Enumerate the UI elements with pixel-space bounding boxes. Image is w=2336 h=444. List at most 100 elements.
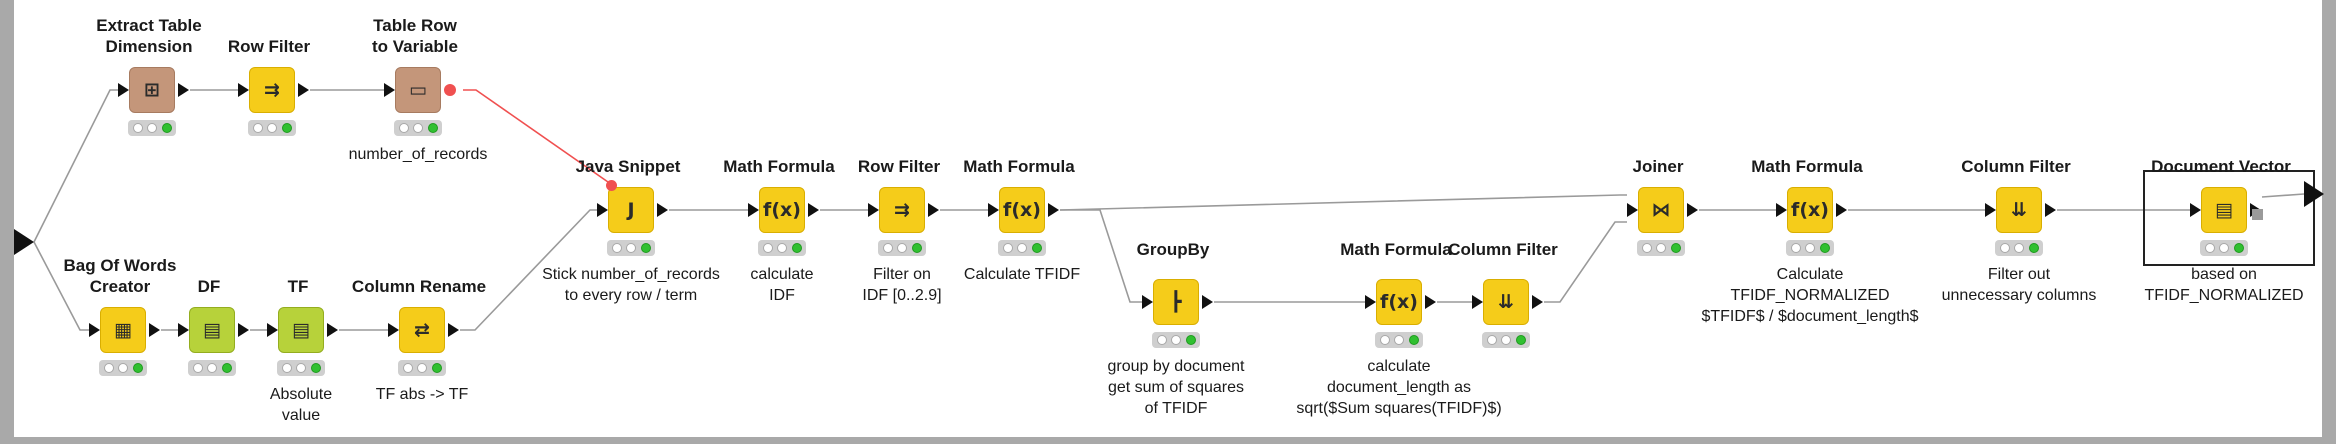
table-to-variable-icon[interactable]: ▭ <box>395 67 441 113</box>
node-title[interactable]: Math Formula <box>1340 240 1452 259</box>
output-port[interactable] <box>298 83 309 97</box>
output-port[interactable] <box>1048 203 1059 217</box>
java-snippet-icon[interactable]: J <box>608 187 654 233</box>
node-annotation[interactable]: Stick number_of_records to every row / t… <box>542 266 720 304</box>
math-formula-icon[interactable]: f(x) <box>1787 187 1833 233</box>
node-title[interactable]: Row Filter <box>857 157 941 176</box>
node-status-traffic-light <box>248 120 296 136</box>
input-port[interactable] <box>1365 295 1376 309</box>
node-title[interactable]: Java Snippet <box>575 157 681 176</box>
node-annotation[interactable]: calculate IDF <box>750 266 814 304</box>
input-port[interactable] <box>2190 203 2201 217</box>
node-annotation[interactable]: calculate document_length as sqrt($Sum s… <box>1296 358 1502 417</box>
node-title[interactable]: GroupBy <box>1136 240 1210 259</box>
input-port[interactable] <box>238 83 249 97</box>
node-annotation[interactable]: Filter on IDF [0..2.9] <box>862 266 942 304</box>
table-dimension-icon[interactable]: ⊞ <box>129 67 175 113</box>
output-port[interactable] <box>327 323 338 337</box>
column-rename-icon[interactable]: ⇄ <box>399 307 445 353</box>
node-title[interactable]: Joiner <box>1632 157 1684 176</box>
input-port[interactable] <box>118 83 129 97</box>
node-annotation[interactable]: TF abs -> TF <box>375 386 469 403</box>
math-formula-icon[interactable]: f(x) <box>1376 279 1422 325</box>
node-title[interactable]: Document Vector <box>2151 157 2291 176</box>
input-port[interactable] <box>1776 203 1787 217</box>
metanode-selection-box[interactable] <box>2143 170 2315 266</box>
workflow-input-port[interactable] <box>14 229 34 255</box>
input-port[interactable] <box>1472 295 1483 309</box>
node-title[interactable]: Bag Of Words Creator <box>63 256 177 296</box>
groupby-icon[interactable]: ┣ <box>1153 279 1199 325</box>
node-annotation[interactable]: Calculate TFIDF_NORMALIZED $TFIDF$ / $do… <box>1701 266 1919 325</box>
document-vector-icon[interactable]: ▤ <box>2201 187 2247 233</box>
node-annotation[interactable]: Absolute value <box>269 386 333 424</box>
input-port[interactable] <box>988 203 999 217</box>
output-port[interactable] <box>928 203 939 217</box>
output-port[interactable] <box>238 323 249 337</box>
document-port[interactable] <box>2252 209 2263 220</box>
node-title[interactable]: Math Formula <box>963 157 1075 176</box>
status-light-idle <box>398 123 409 133</box>
output-port[interactable] <box>1202 295 1213 309</box>
node-title[interactable]: DF <box>197 277 221 296</box>
output-port[interactable] <box>1532 295 1543 309</box>
input-port[interactable] <box>597 203 608 217</box>
node-status-traffic-light <box>188 360 236 376</box>
status-light-idle <box>1656 243 1666 253</box>
node-annotation[interactable]: number_of_records <box>348 146 488 163</box>
status-light-idle <box>762 243 773 253</box>
connection-input-to-bag-of-words <box>33 241 89 331</box>
input-port[interactable] <box>748 203 759 217</box>
input-port[interactable] <box>1627 203 1638 217</box>
output-port[interactable] <box>808 203 819 217</box>
node-title[interactable]: Extract Table Dimension <box>96 16 202 56</box>
input-port[interactable] <box>868 203 879 217</box>
input-port[interactable] <box>384 83 395 97</box>
node-annotation[interactable]: based on TFIDF_NORMALIZED <box>2144 266 2304 304</box>
node-title[interactable]: Column Rename <box>351 277 487 296</box>
node-status-traffic-light <box>99 360 147 376</box>
node-title[interactable]: Row Filter <box>227 37 311 56</box>
output-port[interactable] <box>1687 203 1698 217</box>
bag-of-words-icon[interactable]: ▦ <box>100 307 146 353</box>
node-status-traffic-light <box>758 240 806 256</box>
node-title[interactable]: Math Formula <box>1751 157 1863 176</box>
output-port[interactable] <box>1425 295 1436 309</box>
row-filter-icon[interactable]: ⇉ <box>249 67 295 113</box>
input-port[interactable] <box>388 323 399 337</box>
input-port[interactable] <box>178 323 189 337</box>
status-light-idle <box>1501 335 1511 345</box>
document-frequency-icon[interactable]: ▤ <box>189 307 235 353</box>
row-filter-icon[interactable]: ⇉ <box>879 187 925 233</box>
node-status-traffic-light <box>1637 240 1685 256</box>
node-title[interactable]: Table Row to Variable <box>372 16 458 56</box>
variable-input-port[interactable] <box>606 180 617 191</box>
icon-glyph: ▤ <box>203 319 221 341</box>
output-port[interactable] <box>448 323 459 337</box>
input-port[interactable] <box>1985 203 1996 217</box>
node-title[interactable]: Math Formula <box>723 157 835 176</box>
output-port[interactable] <box>178 83 189 97</box>
column-filter-icon[interactable]: ⇊ <box>1483 279 1529 325</box>
output-port[interactable] <box>149 323 160 337</box>
node-title[interactable]: Column Filter <box>1961 157 2071 176</box>
node-annotation[interactable]: Calculate TFIDF <box>963 266 1081 283</box>
input-port[interactable] <box>267 323 278 337</box>
node-annotation[interactable]: group by document get sum of squares of … <box>1107 358 1245 417</box>
math-formula-icon[interactable]: f(x) <box>759 187 805 233</box>
output-port[interactable] <box>657 203 668 217</box>
column-filter-icon[interactable]: ⇊ <box>1996 187 2042 233</box>
variable-output-port[interactable] <box>444 84 456 96</box>
output-port[interactable] <box>1836 203 1847 217</box>
term-frequency-icon[interactable]: ▤ <box>278 307 324 353</box>
metanode-output-port[interactable] <box>2304 181 2324 207</box>
node-annotation[interactable]: Filter out unnecessary columns <box>1941 266 2097 304</box>
joiner-icon[interactable]: ⋈ <box>1638 187 1684 233</box>
output-port[interactable] <box>2045 203 2056 217</box>
node-status-traffic-light <box>1482 332 1530 348</box>
input-port[interactable] <box>1142 295 1153 309</box>
input-port[interactable] <box>89 323 100 337</box>
math-formula-icon[interactable]: f(x) <box>999 187 1045 233</box>
node-title[interactable]: TF <box>287 277 309 296</box>
node-title[interactable]: Column Filter <box>1448 240 1558 259</box>
